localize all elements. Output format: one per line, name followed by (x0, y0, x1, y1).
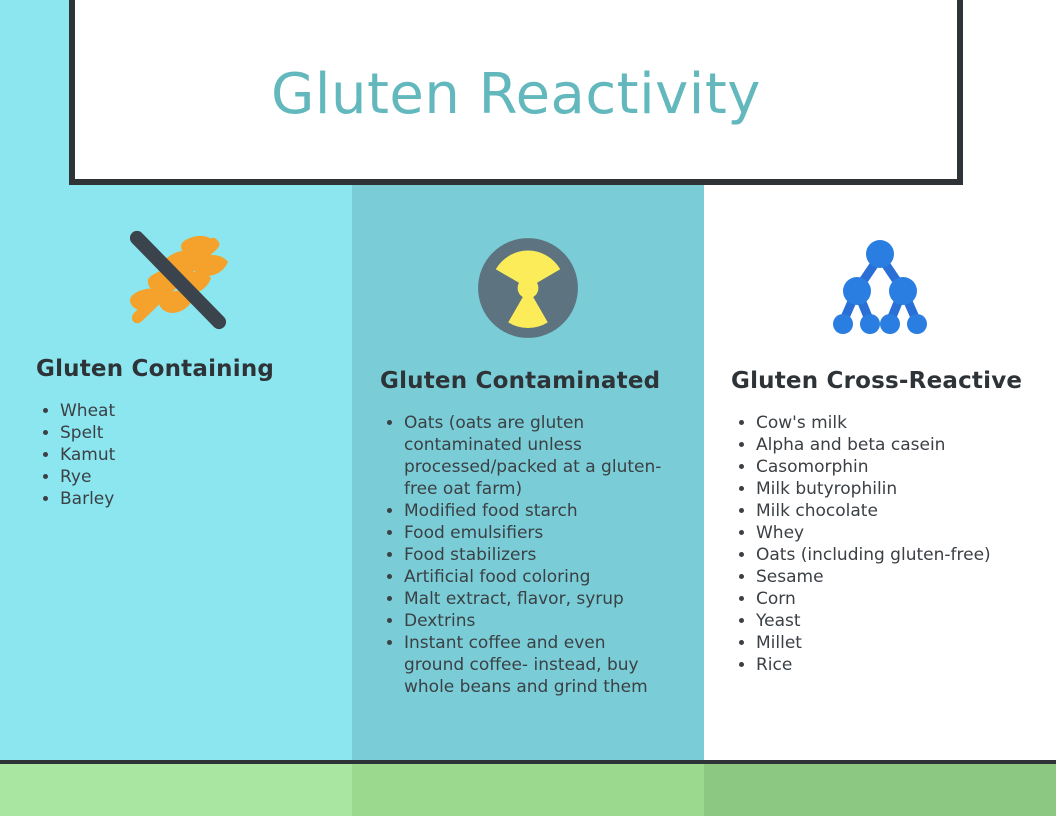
list-item: Kamut (60, 444, 324, 466)
column-gluten-containing: Gluten Containing Wheat Spelt Kamut Rye … (0, 186, 352, 760)
list-item: Rice (756, 654, 1028, 676)
list-item: Barley (60, 488, 324, 510)
title-card: Gluten Reactivity (69, 0, 963, 185)
no-wheat-icon (129, 230, 228, 330)
column-2-icon-wrap (352, 186, 704, 368)
list-item: Sesame (756, 566, 1028, 588)
footer-divider (0, 760, 1056, 764)
list-item: Milk butyrophilin (756, 478, 1028, 500)
list-item: Modified food starch (404, 500, 664, 522)
list-item: Corn (756, 588, 1028, 610)
list-item: Millet (756, 632, 1028, 654)
column-2-list: Oats (oats are gluten contaminated unles… (352, 412, 704, 698)
list-item: Food emulsifiers (404, 522, 664, 544)
list-item: Instant coffee and even ground coffee- i… (404, 632, 664, 698)
list-item: Milk chocolate (756, 500, 1028, 522)
list-item: Alpha and beta casein (756, 434, 1028, 456)
column-3-icon-wrap (704, 186, 1056, 368)
binary-tree-icon (833, 240, 927, 334)
radioactive-icon (478, 238, 578, 338)
list-item: Oats (oats are gluten contaminated unles… (404, 412, 664, 500)
list-item: Oats (including gluten-free) (756, 544, 1028, 566)
list-item: Rye (60, 466, 324, 488)
column-3-heading: Gluten Cross-Reactive (731, 368, 1023, 394)
list-item: Casomorphin (756, 456, 1028, 478)
list-item: Artificial food coloring (404, 566, 664, 588)
column-2-heading: Gluten Contaminated (380, 368, 661, 394)
list-item: Malt extract, flavor, syrup (404, 588, 664, 610)
column-1-list: Wheat Spelt Kamut Rye Barley (0, 400, 352, 510)
list-item: Cow's milk (756, 412, 1028, 434)
column-gluten-contaminated: Gluten Contaminated Oats (oats are glute… (352, 186, 704, 760)
column-1-heading: Gluten Containing (36, 356, 275, 382)
list-item: Food stabilizers (404, 544, 664, 566)
footer-strip-2 (352, 764, 704, 816)
list-item: Dextrins (404, 610, 664, 632)
list-item: Spelt (60, 422, 324, 444)
title-card-inner: Gluten Reactivity (75, 0, 957, 179)
column-3-list: Cow's milk Alpha and beta casein Casomor… (704, 412, 1056, 676)
list-item: Yeast (756, 610, 1028, 632)
footer-strip-1 (0, 764, 352, 816)
list-item: Whey (756, 522, 1028, 544)
column-1-icon-wrap (0, 186, 352, 356)
list-item: Wheat (60, 400, 324, 422)
column-gluten-cross-reactive: Gluten Cross-Reactive Cow's milk Alpha a… (704, 186, 1056, 760)
footer-strip-3 (704, 764, 1056, 816)
page-title: Gluten Reactivity (271, 62, 761, 127)
